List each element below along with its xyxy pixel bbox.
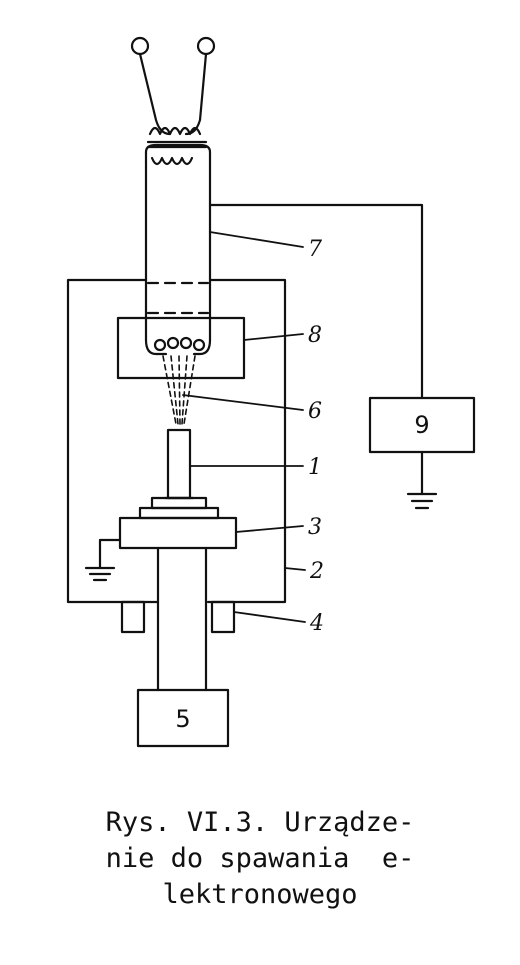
vacuum-chamber (66, 278, 287, 604)
label-1: 1 (308, 455, 322, 480)
label-6: 6 (308, 399, 322, 424)
label-9: 9 (414, 411, 429, 439)
leader-lines (182, 231, 306, 623)
caption-line-3: lektronowego (162, 879, 358, 910)
hv-supply-wiring (208, 203, 438, 510)
focusing-lens (116, 316, 246, 380)
drive-motor (136, 688, 230, 748)
hv-power-supply (368, 396, 476, 454)
label-3: 3 (308, 515, 322, 540)
drive-shaft (156, 546, 208, 692)
label-5: 5 (175, 705, 190, 733)
label-8: 8 (308, 323, 322, 348)
label-4: 4 (309, 611, 324, 636)
power-terminals (130, 36, 216, 136)
vacuum-seal-right (210, 600, 236, 634)
table-ground-symbol (84, 538, 122, 582)
filament-transformer (146, 126, 208, 166)
electron-gun-tube (144, 143, 212, 356)
work-table (118, 496, 238, 550)
vacuum-seal-left (120, 600, 146, 634)
caption-line-2: nie do spawania e- (105, 843, 415, 874)
label-2: 2 (309, 559, 324, 584)
label-7: 7 (308, 237, 322, 262)
caption-line-1: Rys. VI.3. Urządze- (105, 807, 415, 838)
electron-beam (162, 355, 196, 425)
workpiece (163, 428, 195, 500)
